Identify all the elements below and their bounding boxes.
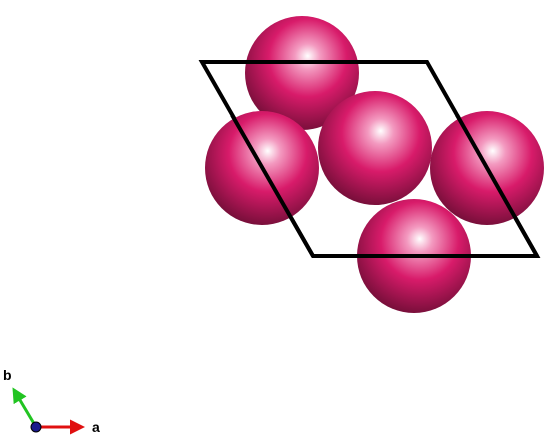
a-axis-label: a (92, 419, 100, 435)
axes-indicator: a b (3, 367, 100, 435)
unit-cell-front-edges (230, 114, 539, 258)
b-axis-label: b (3, 367, 12, 383)
b-axis-arrow (12, 387, 38, 428)
atoms-back (245, 16, 359, 130)
atom-top[interactable] (245, 16, 359, 130)
atom-center[interactable] (318, 91, 432, 205)
atoms-front (205, 91, 544, 313)
c-axis-dot (30, 421, 42, 433)
